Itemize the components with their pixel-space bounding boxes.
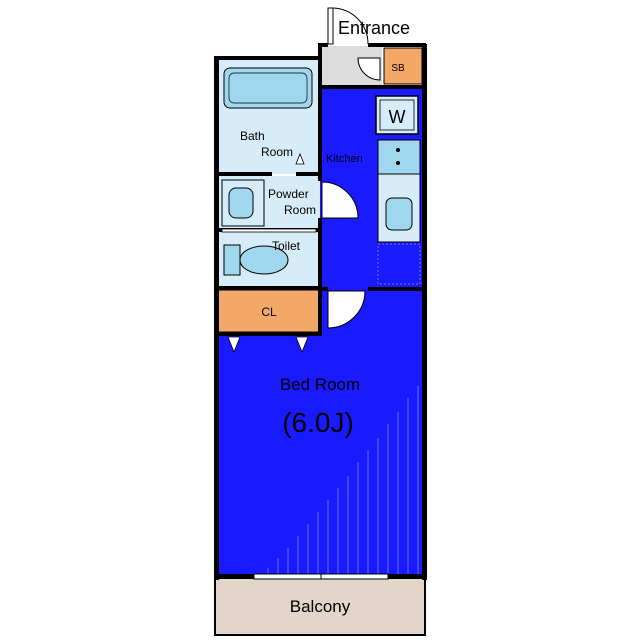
toilet-door-rail — [221, 228, 317, 233]
powder-sink-basin — [228, 187, 254, 219]
kitchen-label: Kitchen — [326, 153, 363, 165]
kitchen-sink — [385, 197, 413, 231]
bath-room-label-line2: Room — [261, 145, 293, 159]
shoe-box-door-arc — [357, 57, 381, 81]
bathtub-inner — [228, 72, 308, 104]
powder-room-label-line2: Room — [284, 203, 316, 217]
toilet-bowl — [239, 245, 289, 275]
fridge-space — [377, 243, 421, 285]
closet-area — [217, 289, 321, 333]
entrance-door-leaf — [327, 7, 334, 45]
shoe-box-label: SB — [391, 63, 405, 74]
entrance-door-arc — [332, 7, 369, 45]
toilet-label: Toilet — [272, 239, 301, 253]
bedroom-light-hatch — [267, 386, 419, 576]
closet-door-marker-left — [227, 336, 241, 354]
closet-door-marker-right — [295, 336, 309, 354]
powder-door-arc — [321, 181, 359, 219]
kitchen-stove — [377, 139, 421, 175]
stove-burner-2 — [396, 161, 400, 165]
shoe-box — [383, 47, 423, 85]
washer-inner — [379, 99, 415, 131]
balcony-area — [214, 576, 426, 636]
bedroom-door-arc — [327, 290, 366, 329]
washer-label: W — [389, 107, 406, 127]
balcony-label: Balcony — [290, 597, 351, 616]
balcony-window — [253, 573, 389, 580]
bedroom-size-label: (6.0J) — [282, 407, 354, 438]
powder-room-label-line1: Powder — [268, 187, 309, 201]
bath-room-label-line1: Bath — [240, 129, 265, 143]
bedroom-label: Bed Room — [280, 375, 360, 394]
bath-door-marker — [295, 152, 305, 165]
toilet-tank — [223, 244, 241, 276]
closet-label: CL — [261, 305, 277, 319]
entrance-label: Entrance — [338, 18, 410, 38]
stove-burner-1 — [396, 148, 400, 152]
